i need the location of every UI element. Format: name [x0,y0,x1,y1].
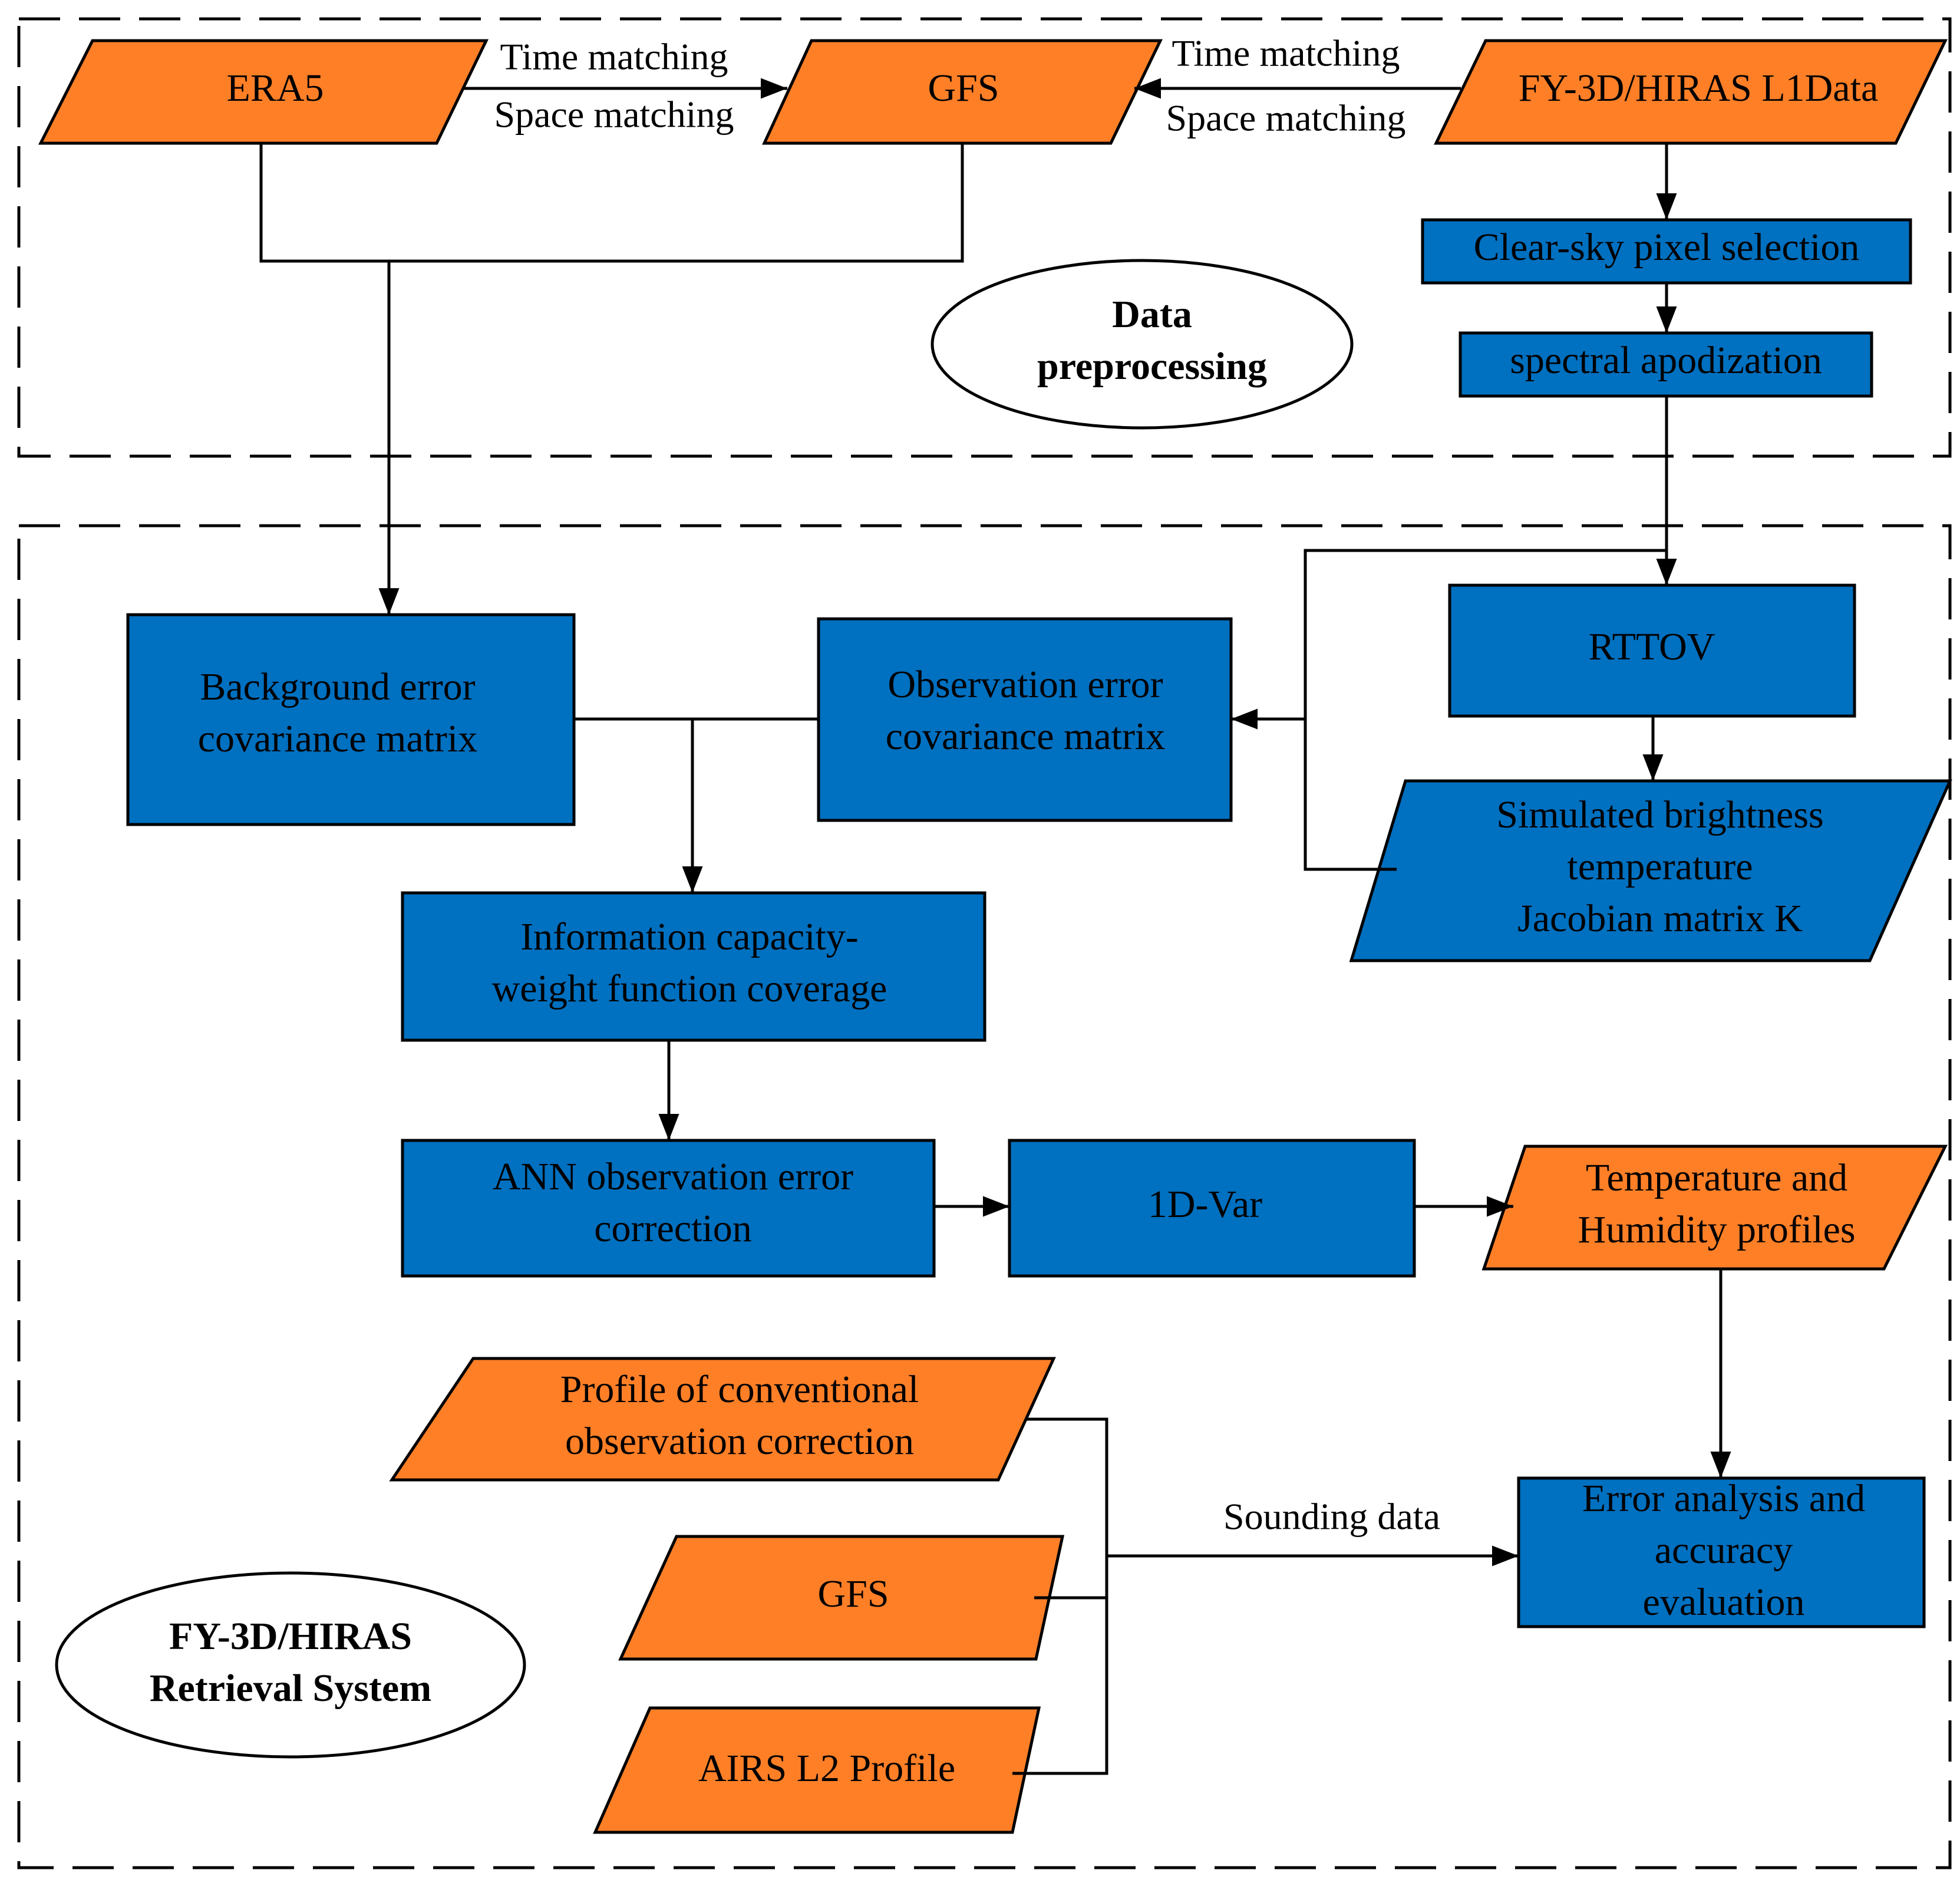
simulated-brightness-temperature-label-line-3: Jacobian matrix K [1517,897,1803,940]
one-d-var-label: 1D-Var [1148,1183,1262,1226]
error-analysis-accuracy-evaluation-label-line-3: evaluation [1643,1581,1805,1624]
conventional-observation-profile-node [389,1357,1056,1482]
temperature-humidity-profiles-label-line-2: Humidity profiles [1578,1208,1855,1251]
one-d-var-node [1008,1139,1416,1278]
ann-observation-error-correction-label-line-2: correction [594,1207,752,1250]
ann-observation-error-correction-label: ANN observation error correction [493,1155,853,1250]
retrieval-system-frame [17,524,1952,1869]
retrieval-system-label-line-2: Retrieval System [150,1667,431,1710]
rttov-node [1448,583,1856,718]
era5-label-line-1: ERA5 [227,67,324,110]
gfs-bottom-label: GFS [817,1572,889,1615]
fy3d-hiras-l1data-label: FY-3D/HIRAS L1Data [1519,67,1878,110]
one-d-var-label-line-1: 1D-Var [1148,1183,1262,1226]
clear-sky-pixel-selection-label-line-1: Clear-sky pixel selection [1474,226,1860,269]
era5-node [38,39,489,145]
fy3d-gfs-matching-label-line-2: Space matching [1166,97,1406,139]
retrieval-system-label: FY-3D/HIRAS Retrieval System [150,1615,431,1710]
information-capacity-label: Information capacity-weight function cov… [492,915,887,1010]
error-analysis-accuracy-evaluation-label-line-1: Error analysis and [1582,1477,1865,1520]
era5-gfs-matching-label-line-1: Time matching [500,36,728,78]
rttov-label: RTTOV [1589,625,1715,668]
gfs-top-node [762,39,1163,145]
background-error-covariance-label-line-1: Background error [200,665,475,708]
observation-error-covariance-label: Observation error covariance matrix [886,663,1166,758]
edge-era5-gfs-merge [259,143,964,263]
gfs-bottom-label-line-1: GFS [817,1572,889,1615]
airs-l2-profile-label-line-1: AIRS L2 Profile [698,1747,955,1790]
rttov-label-line-1: RTTOV [1589,625,1715,668]
era5-gfs-matching-label-line-2: Space matching [494,94,734,136]
observation-error-covariance-label-line-1: Observation error [887,663,1163,706]
gfs-bottom-node [618,1535,1065,1661]
sounding-data-label-line-1: Sounding data [1223,1496,1440,1538]
conventional-observation-profile-label: Profile of conventional observation corre… [560,1368,919,1463]
background-error-covariance-label-line-2: covariance matrix [198,717,478,760]
gfs-top-label-line-1: GFS [928,67,999,110]
airs-l2-profile-node [593,1706,1041,1834]
error-analysis-accuracy-evaluation-node [1517,1476,1926,1628]
spectral-apodization-label-line-1: spectral apodization [1510,339,1822,382]
simulated-brightness-temperature-label-line-1: Simulated brightness [1496,793,1823,836]
background-error-covariance-node [126,613,576,826]
era5-label: ERA5 [227,67,324,110]
observation-error-covariance-node [817,617,1233,822]
sounding-data-label: Sounding data [1223,1496,1440,1538]
data-preprocessing-ellipse [930,259,1354,430]
edge-feedback-loop [1304,549,1667,871]
fy3d-gfs-matching-label-line-1: Time matching [1172,32,1400,74]
data-preprocessing-label-line-1: Data [1112,293,1192,336]
background-error-covariance-label: Background error covariance matrix [198,665,478,760]
data-preprocessing-label: Data preprocessing [1037,293,1267,388]
simulated-brightness-temperature-label-line-2: temperature [1567,845,1753,888]
fy3d-hiras-l1data-label-line-1: FY-3D/HIRAS L1Data [1519,67,1878,110]
data-preprocessing-frame [17,17,1952,458]
error-analysis-accuracy-evaluation-label-line-2: accuracy [1655,1529,1793,1572]
clear-sky-pixel-selection-label: Clear-sky pixel selection [1474,226,1860,269]
conventional-observation-profile-label-line-1: Profile of conventional [560,1368,919,1411]
data-preprocessing-label-line-2: preprocessing [1037,345,1267,388]
retrieval-system-ellipse [55,1571,526,1759]
information-capacity-label-line-2: weight function coverage [492,967,887,1010]
error-analysis-accuracy-evaluation-label: Error analysis and accuracy evaluation [1582,1477,1865,1624]
ann-observation-error-correction-node [401,1139,936,1278]
information-capacity-label-line-1: Information capacity- [520,915,859,958]
airs-l2-profile-label: AIRS L2 Profile [698,1747,955,1790]
spectral-apodization-label: spectral apodization [1510,339,1822,382]
simulated-brightness-temperature-node [1349,779,1952,962]
temperature-humidity-profiles-node [1481,1145,1948,1271]
temperature-humidity-profiles-label-line-1: Temperature and [1586,1156,1847,1199]
observation-error-covariance-label-line-2: covariance matrix [886,715,1166,758]
retrieval-system-label-line-1: FY-3D/HIRAS [169,1615,412,1658]
conventional-observation-profile-label-line-2: observation correction [565,1420,914,1463]
gfs-top-label: GFS [928,67,999,110]
ann-observation-error-correction-label-line-1: ANN observation error [493,1155,853,1198]
fy3d-hiras-l1data-node [1434,39,1948,145]
